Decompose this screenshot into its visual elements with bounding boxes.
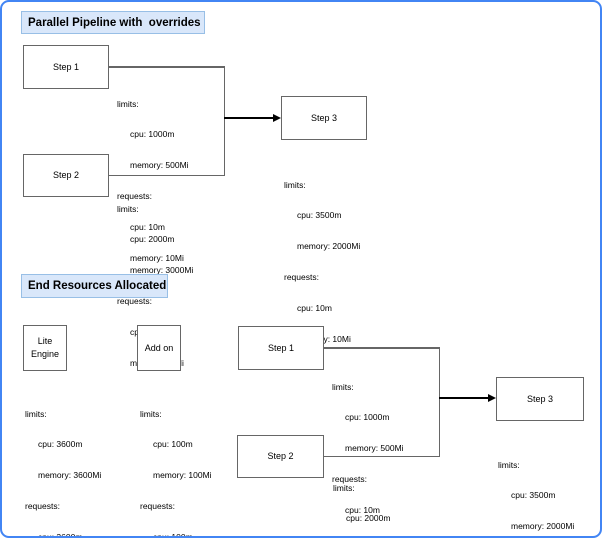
end-addon-label: Add on	[144, 342, 174, 353]
resource-line: cpu: 1000m	[130, 129, 175, 140]
resource-line: cpu: 3600m	[38, 532, 83, 538]
end-addon-node: Add on	[137, 325, 181, 371]
resource-line: limits:	[284, 179, 306, 190]
resource-line: memory: 2000Mi	[511, 521, 575, 532]
connector-step1-to-join	[109, 66, 225, 68]
resource-line: memory: 3000Mi	[130, 265, 194, 276]
connector-step2-to-join	[109, 174, 225, 176]
resource-line: cpu: 10m	[345, 505, 380, 516]
end-lite-engine-label-line1: Lite	[37, 336, 53, 346]
resource-line: cpu: 100m	[153, 439, 193, 450]
end-lite-engine-label-line2: Engine	[30, 349, 60, 359]
end-step2-node: Step 2	[237, 435, 324, 478]
resource-line: requests:	[284, 272, 319, 283]
pipeline-step3-label: Step 3	[310, 112, 338, 123]
resource-line: cpu: 3500m	[297, 210, 342, 221]
connector-end-join-vertical	[438, 347, 440, 457]
end-step1-resources: limits: cpu: 1000m memory: 500Mi request…	[332, 361, 404, 536]
resource-line: cpu: 100m	[153, 532, 193, 538]
resource-line: cpu: 1000m	[345, 412, 390, 423]
end-step1-node: Step 1	[238, 326, 324, 370]
arrow-right-icon	[273, 113, 281, 122]
resource-line: cpu: 3600m	[38, 439, 83, 450]
resource-line: limits:	[332, 381, 354, 392]
resource-line: limits:	[333, 482, 355, 493]
pipeline-step1-resources: limits: cpu: 1000m memory: 500Mi request…	[117, 78, 189, 284]
pipeline-step2-node: Step 2	[23, 154, 109, 197]
resource-line: limits:	[25, 408, 47, 419]
resource-line: cpu: 10m	[130, 222, 165, 233]
resource-line: cpu: 10m	[297, 303, 332, 314]
resource-line: requests:	[332, 474, 367, 485]
resource-line: cpu: 2000m	[346, 513, 391, 524]
resource-line: limits:	[117, 98, 139, 109]
connector-join-vertical	[223, 66, 225, 176]
end-step2-resources: limits: cpu: 2000m memory: 3000Mi reques…	[333, 462, 409, 536]
arrow-end-join-to-step3-line	[439, 397, 489, 399]
resource-line: limits:	[140, 408, 162, 419]
resource-line: requests:	[117, 296, 152, 307]
resource-line: limits:	[117, 203, 139, 214]
resource-line: memory: 10Mi	[130, 253, 184, 264]
resource-line: memory: 500Mi	[130, 160, 189, 171]
arrow-right-icon	[488, 393, 496, 402]
pipeline-step3-node: Step 3	[281, 96, 367, 140]
resource-line: requests:	[117, 191, 152, 202]
end-step2-label: Step 2	[267, 451, 294, 461]
section-title-end-resources: End Resources Allocated	[21, 274, 168, 298]
end-lite-engine-node: Lite Engine	[23, 325, 67, 371]
connector-end-step1-to-join	[324, 347, 440, 349]
resource-line: memory: 2000Mi	[297, 241, 361, 252]
pipeline-step1-label: Step 1	[52, 61, 80, 72]
end-step3-resources: limits: cpu: 3500m memory: 2000Mi reques…	[498, 439, 575, 536]
resource-line: requests:	[25, 501, 60, 512]
resource-line: memory: 3600Mi	[38, 470, 102, 481]
resource-line: cpu: 2000m	[130, 234, 175, 245]
end-step3-node: Step 3	[496, 377, 584, 421]
pipeline-step1-node: Step 1	[23, 45, 109, 89]
resource-line: requests:	[140, 501, 175, 512]
pipeline-step2-label: Step 2	[52, 170, 80, 180]
resource-line: memory: 500Mi	[345, 443, 404, 454]
end-addon-resources: limits: cpu: 100m memory: 100Mi requests…	[140, 388, 212, 538]
end-step3-label: Step 3	[526, 393, 554, 404]
resource-line: memory: 100Mi	[153, 470, 212, 481]
end-lite-engine-resources: limits: cpu: 3600m memory: 3600Mi reques…	[25, 388, 102, 538]
section-title-parallel-pipeline: Parallel Pipeline with overrides	[21, 11, 205, 34]
arrow-join-to-step3-line	[224, 117, 274, 119]
end-step1-label: Step 1	[267, 342, 295, 353]
resource-line: limits:	[498, 459, 520, 470]
resource-line: cpu: 3500m	[511, 490, 556, 501]
connector-end-step2-to-join	[324, 455, 440, 457]
